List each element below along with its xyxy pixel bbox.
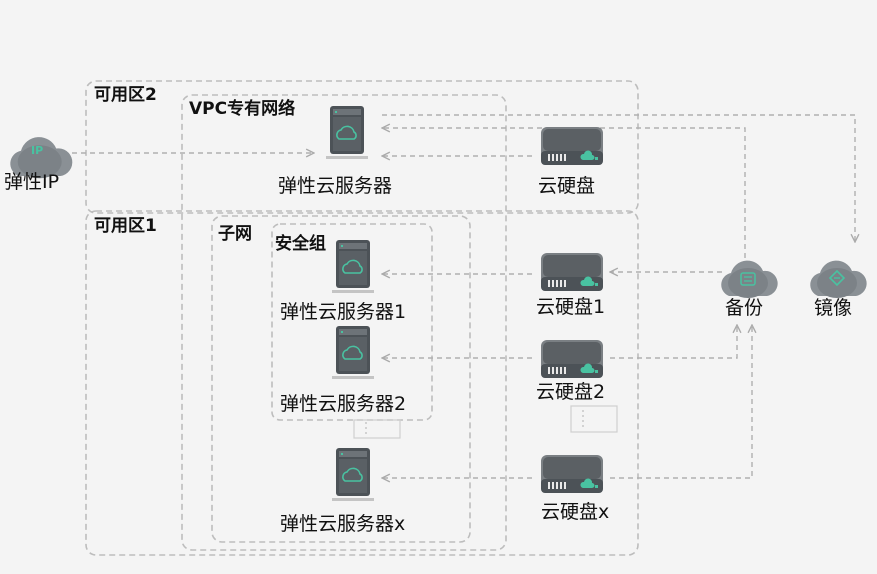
backup-to-ecs-arrow xyxy=(382,128,746,258)
az2-label: 可用区2 xyxy=(94,85,157,105)
more-servers-box xyxy=(353,419,401,439)
ecs-to-image-arrow xyxy=(382,114,855,242)
security-group-label: 安全组 xyxy=(275,234,326,254)
ecs-1-label: 弹性云服务器1 xyxy=(280,301,407,323)
vpc-frame xyxy=(181,94,507,551)
vpc-label: VPC专有网络 xyxy=(189,99,296,119)
security-group-frame xyxy=(271,223,433,421)
eip-label: 弹性IP xyxy=(4,171,60,193)
disk-icon-x xyxy=(541,455,603,493)
ecs-x-label: 弹性云服务器x xyxy=(280,513,406,535)
subnet-label: 子网 xyxy=(218,224,252,244)
az2-frame xyxy=(85,80,639,214)
backup-cloud-icon xyxy=(721,260,778,298)
server-icon-2 xyxy=(331,325,375,380)
disk-main-label: 云硬盘 xyxy=(538,175,596,197)
image-label: 镜像 xyxy=(814,297,853,319)
image-cloud-icon xyxy=(810,260,867,298)
backup-label: 备份 xyxy=(725,297,764,319)
diskx-to-backup-arrow xyxy=(610,325,752,479)
az1-label: 可用区1 xyxy=(94,216,157,236)
disk-icon-2 xyxy=(541,340,603,378)
disk-icon-1 xyxy=(541,253,603,291)
server-icon-1 xyxy=(331,239,375,294)
eip-badge-text: IP xyxy=(31,144,44,157)
disk-x-label: 云硬盘x xyxy=(541,501,610,523)
ecs-2-label: 弹性云服务器2 xyxy=(280,393,407,415)
server-icon-x xyxy=(331,447,375,502)
disk-icon-main xyxy=(541,127,603,165)
server-icon-main xyxy=(325,105,369,160)
disk-2-label: 云硬盘2 xyxy=(536,381,606,403)
subnet-frame xyxy=(211,215,471,543)
disk2-to-backup-arrow xyxy=(610,325,737,359)
more-disks-box xyxy=(570,405,618,433)
disk-1-label: 云硬盘1 xyxy=(536,296,606,318)
az1-frame xyxy=(85,210,639,556)
ecs-main-label: 弹性云服务器 xyxy=(278,175,393,197)
